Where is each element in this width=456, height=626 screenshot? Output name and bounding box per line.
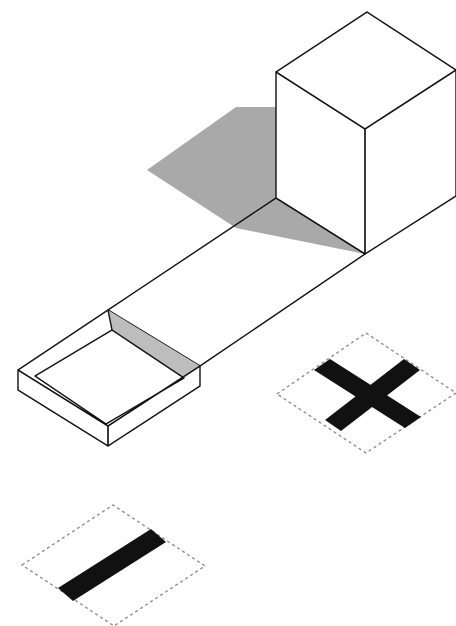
- cross-symbol-tile: [275, 332, 456, 454]
- tray-right-front-wall: [107, 365, 201, 447]
- cast-shadow: [147, 107, 365, 254]
- tray-inner-corner-line: [107, 309, 113, 331]
- tray-left-front-wall: [17, 369, 109, 447]
- cross-bar-2: [325, 359, 420, 431]
- cube-top-face: [275, 11, 456, 130]
- dash-bar: [58, 529, 166, 601]
- cube-right-face: [364, 69, 456, 255]
- dash-symbol-tile: [20, 504, 207, 626]
- dash-tile-dashed-outline: [20, 504, 207, 626]
- cube: [275, 11, 456, 255]
- tray-inner-floor: [34, 329, 185, 425]
- open-tray: [17, 309, 201, 447]
- tray-inner-back-left-shade: [108, 310, 200, 378]
